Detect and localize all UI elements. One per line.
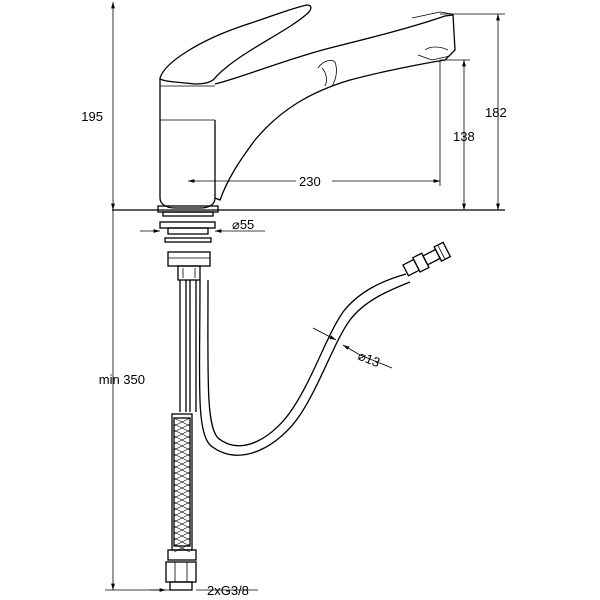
dimension-outlet-height: 138 <box>440 59 475 210</box>
dim-min-hose-length-label: min 350 <box>99 372 145 387</box>
dimension-hose-diameter: ⌀13 <box>312 327 393 370</box>
supply-hoses <box>165 280 197 591</box>
dimension-total-height: 195 <box>81 2 115 210</box>
dim-hose-diameter-label: ⌀13 <box>356 348 382 370</box>
dimension-connection: 2xG3/8 <box>150 583 258 598</box>
dim-spout-reach-label: 230 <box>299 174 321 189</box>
spray-hose <box>198 241 452 456</box>
dim-outlet-height-label: 138 <box>453 129 475 144</box>
faucet-body <box>157 4 456 217</box>
dimension-spout-reach: 230 <box>188 60 441 189</box>
dimension-outlet-height-max: 182 <box>440 13 507 210</box>
mounting-assembly <box>112 209 505 281</box>
dim-total-height-label: 195 <box>81 109 103 124</box>
dimension-base-diameter: ⌀55 <box>140 217 265 233</box>
dim-outlet-height-max-label: 182 <box>485 105 507 120</box>
dim-base-diameter-label: ⌀55 <box>232 217 254 232</box>
braided-hose-pattern <box>173 417 191 553</box>
dimension-min-hose-length: min 350 <box>99 210 170 591</box>
dim-connection-label: 2xG3/8 <box>207 583 249 598</box>
